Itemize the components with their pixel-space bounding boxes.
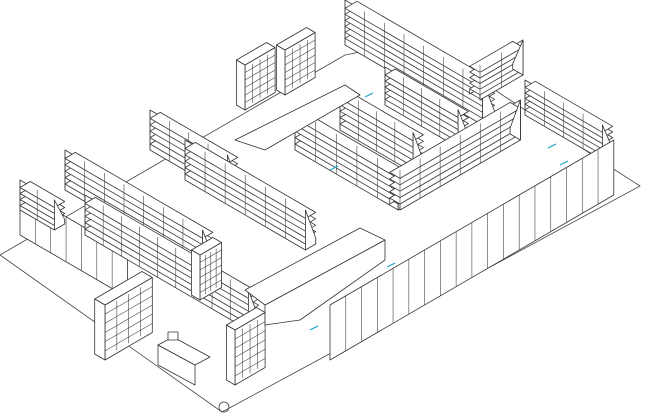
cabinet-shelf bbox=[234, 348, 266, 367]
cabinet-shelf bbox=[104, 304, 153, 333]
cabinet-shelf bbox=[199, 249, 222, 263]
cabinet-shelf bbox=[199, 257, 222, 271]
cabinet-side bbox=[225, 324, 236, 386]
island-freezer bbox=[234, 84, 361, 151]
entrance-marker bbox=[218, 401, 230, 413]
shelf-board bbox=[524, 80, 614, 133]
shelf-end-panel bbox=[304, 209, 317, 251]
cabinet-shelf bbox=[284, 69, 316, 88]
cabinet-shelf bbox=[199, 272, 222, 286]
end-shelf bbox=[19, 179, 66, 231]
front-wall-units bbox=[329, 139, 615, 361]
cabinet-shelf bbox=[199, 279, 222, 293]
cabinet-shelf bbox=[234, 330, 266, 349]
cabinet-shelf bbox=[284, 39, 316, 58]
gondola-row-8 bbox=[524, 79, 614, 161]
gondola-row-6 bbox=[294, 109, 409, 211]
gondola-row-2 bbox=[384, 66, 469, 148]
cabinet-side bbox=[275, 44, 286, 96]
accent-marker bbox=[309, 325, 319, 331]
accent-marker bbox=[547, 143, 557, 149]
cabinet-side bbox=[94, 298, 106, 361]
refrigerator-1 bbox=[235, 42, 276, 111]
gondola-row-1 bbox=[344, 0, 496, 126]
display-cabinet bbox=[225, 307, 266, 386]
cabinet-shelf bbox=[104, 286, 153, 315]
shelf-end-panel bbox=[509, 99, 521, 141]
accent-marker bbox=[364, 92, 374, 98]
cabinet-shelf bbox=[284, 54, 316, 73]
shelf-board bbox=[469, 41, 524, 73]
cabinet-shelf bbox=[244, 62, 276, 81]
shelf-end-panel bbox=[512, 39, 524, 76]
accent-marker bbox=[559, 160, 569, 166]
gondola-row-5 bbox=[184, 139, 317, 251]
refrigerator-3 bbox=[94, 271, 153, 361]
gondola-row-7 bbox=[389, 99, 521, 211]
shelf-board bbox=[384, 68, 469, 118]
chest-freezers bbox=[234, 84, 386, 326]
shelf-board bbox=[64, 151, 214, 239]
cabinet-shelf bbox=[104, 313, 153, 342]
freezer-top bbox=[244, 227, 386, 306]
cabinet-shelf bbox=[234, 358, 266, 377]
cabinet-shelf bbox=[104, 323, 153, 352]
cabinet-shelf bbox=[234, 339, 266, 358]
shelf-end-panel bbox=[54, 199, 66, 231]
accent-marker bbox=[386, 262, 396, 268]
shelf-board bbox=[19, 181, 66, 208]
display-cabinet-2 bbox=[190, 237, 222, 301]
cabinet-shelf bbox=[234, 321, 266, 340]
cabinet-shelf bbox=[244, 84, 276, 103]
cabinet-shelf bbox=[244, 54, 276, 73]
cabinet-shelf bbox=[284, 62, 316, 81]
accent-marker bbox=[329, 165, 339, 171]
cabinet-shelf bbox=[244, 69, 276, 88]
cabinet-side bbox=[235, 59, 246, 111]
cabinet-shelf bbox=[284, 47, 316, 66]
cabinet-side bbox=[190, 249, 201, 301]
corner-shelf bbox=[469, 39, 524, 101]
cabinet-shelf bbox=[199, 264, 222, 278]
cash-register bbox=[167, 331, 179, 341]
cabinet-shelf bbox=[104, 295, 153, 324]
cabinet-shelf bbox=[244, 77, 276, 96]
refrigerator-2 bbox=[275, 27, 316, 96]
checkout-counter bbox=[157, 331, 211, 386]
fixtures bbox=[19, 0, 615, 386]
